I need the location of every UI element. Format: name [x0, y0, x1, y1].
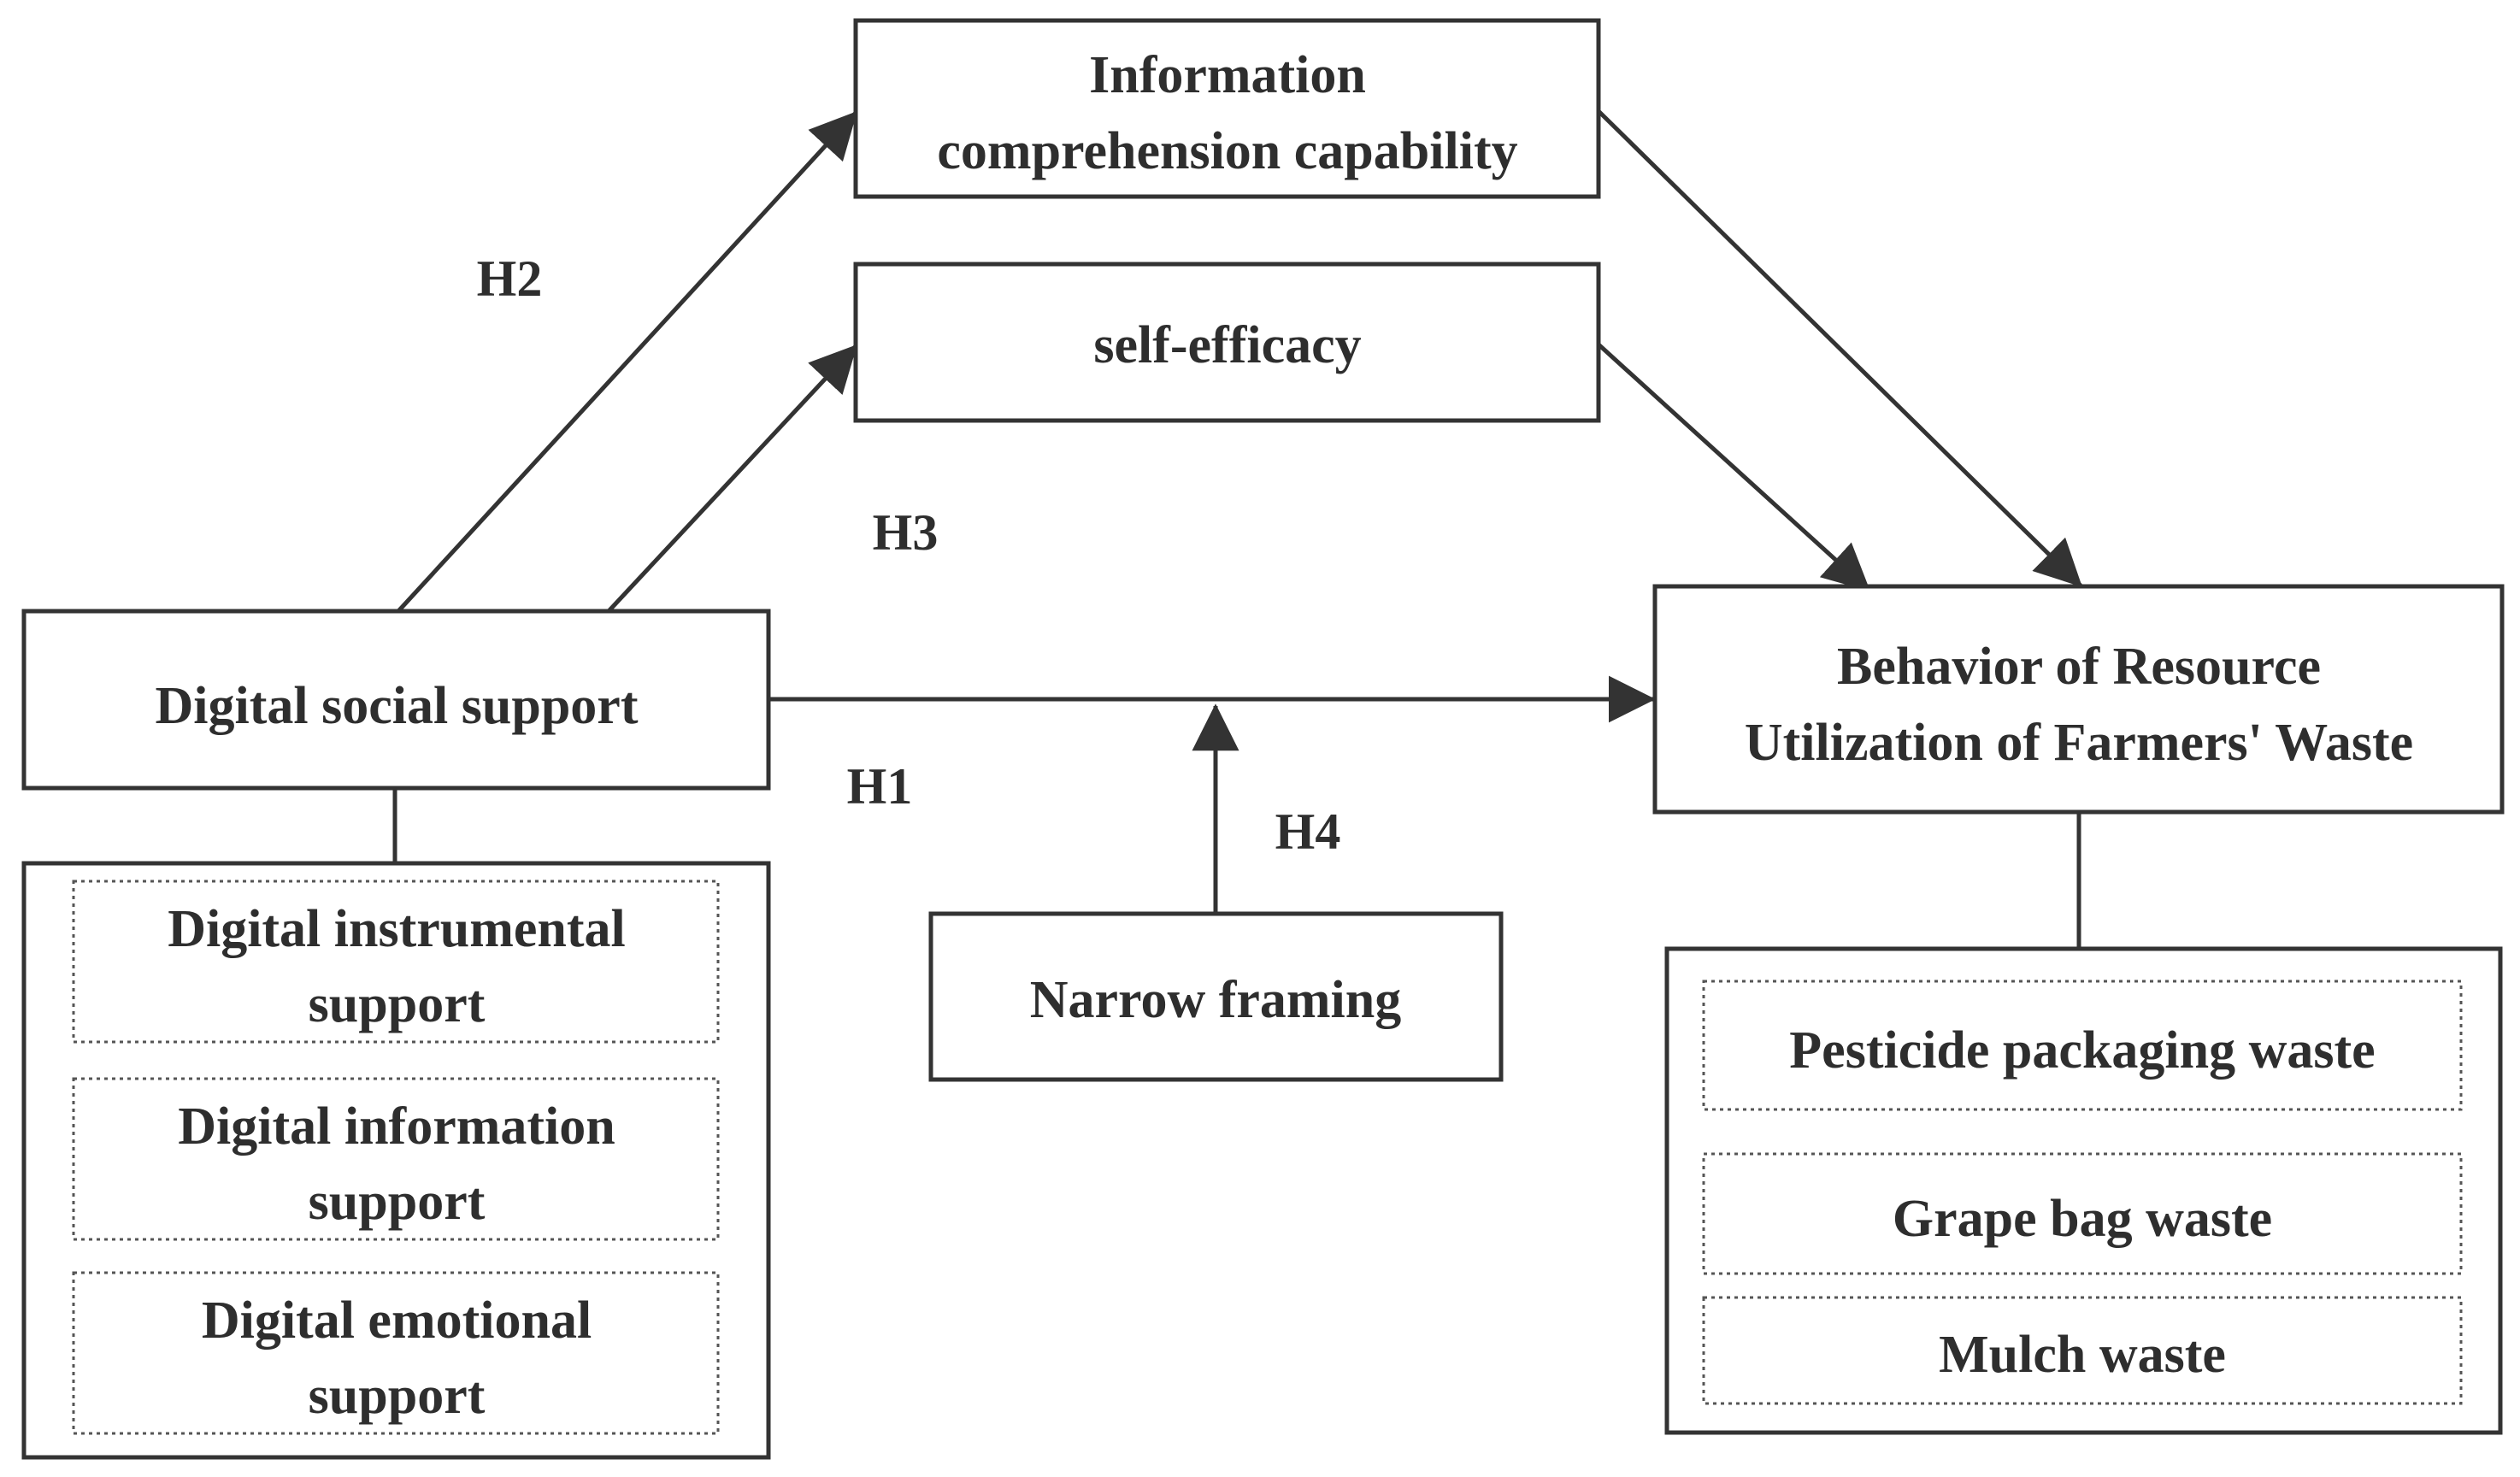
- dimension-digital-instrumental-support: Digital instrumental support: [72, 880, 720, 1044]
- dimension-label-line: support: [309, 975, 486, 1033]
- hypothesis-label-h3: H3: [873, 504, 939, 561]
- node-label-line: self-efficacy: [1093, 316, 1361, 374]
- node-label-line: Narrow framing: [1030, 971, 1401, 1029]
- arrow-info-to-behavior: [1597, 109, 2082, 587]
- node-label-line: Digital social support: [156, 677, 639, 735]
- arrow-h2-path: [397, 110, 857, 613]
- node-label-line: comprehension capability: [937, 122, 1517, 180]
- node-digital-social-support: Digital social support: [21, 609, 771, 791]
- dimension-label-line: support: [309, 1367, 486, 1425]
- dimension-label-line: Digital instrumental: [168, 900, 626, 958]
- node-information-comprehension-capability: Information comprehension capability: [853, 18, 1601, 199]
- hypothesis-label-h2: H2: [477, 250, 543, 307]
- dimension-label-line: Digital emotional: [202, 1292, 592, 1350]
- dimension-label-line: Digital information: [178, 1097, 615, 1156]
- dimension-digital-emotional-support: Digital emotional support: [72, 1271, 720, 1435]
- waste-type-label: Mulch waste: [1939, 1326, 2226, 1384]
- node-label-line: Utilization of Farmers' Waste: [1745, 714, 2413, 772]
- node-label-line: Behavior of Resource: [1837, 638, 2321, 696]
- node-behavior-resource-utilization: Behavior of Resource Utilization of Farm…: [1652, 584, 2505, 815]
- waste-type-mulch: Mulch waste: [1702, 1296, 2463, 1405]
- dimension-label-line: support: [309, 1173, 486, 1231]
- node-label-line: Information: [1089, 46, 1366, 104]
- arrow-efficacy-to-behavior: [1597, 343, 1871, 591]
- waste-type-label: Grape bag waste: [1893, 1190, 2272, 1248]
- waste-type-label: Pesticide packaging waste: [1789, 1021, 2375, 1080]
- node-self-efficacy: self-efficacy: [853, 262, 1601, 423]
- dimension-digital-information-support: Digital information support: [72, 1077, 720, 1241]
- hypothesis-label-h1: H1: [847, 758, 913, 815]
- support-dimensions-group: Digital instrumental support Digital inf…: [21, 861, 771, 1460]
- hypothesis-label-h4: H4: [1275, 803, 1341, 860]
- waste-type-grape-bag: Grape bag waste: [1702, 1152, 2463, 1275]
- connectors: [392, 109, 2082, 949]
- arrow-h3-path: [607, 344, 857, 613]
- node-narrow-framing: Narrow framing: [928, 911, 1504, 1082]
- waste-type-pesticide-packaging: Pesticide packaging waste: [1702, 980, 2463, 1111]
- waste-types-group: Pesticide packaging waste Grape bag wast…: [1664, 946, 2503, 1435]
